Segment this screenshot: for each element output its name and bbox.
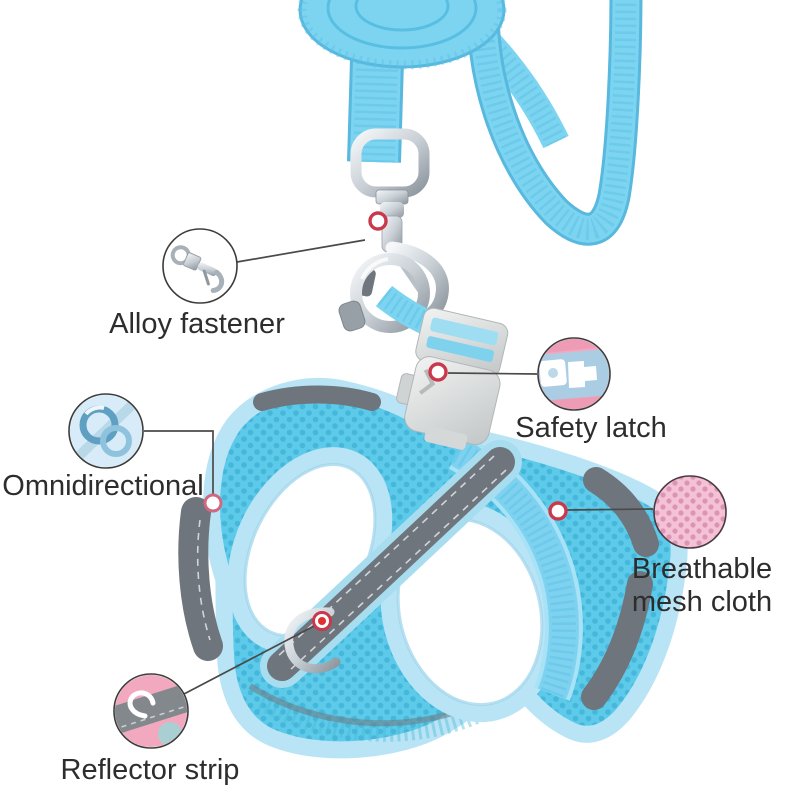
buckle-strap-band <box>430 317 499 346</box>
buckle-groove <box>419 368 436 395</box>
callout-lines <box>144 239 654 695</box>
breathable-mesh-detail-circle <box>653 475 727 549</box>
buckle-bottom-slot <box>424 426 468 450</box>
safety-latch-marker <box>428 362 448 382</box>
omnidirectional-detail-circle <box>68 393 144 469</box>
reflective-strip-right-lower <box>581 571 653 710</box>
reflector-strip-label: Reflector strip <box>60 754 240 786</box>
snap-hook-barrel <box>380 202 404 218</box>
strap-keeper-tab <box>338 300 366 332</box>
reflective-strip-top <box>253 385 381 411</box>
diagonal-reflective-strap <box>267 447 515 681</box>
reflective-strip-right-upper <box>583 467 659 557</box>
alloy-fastener-marker <box>368 211 388 231</box>
leash-strap-texture <box>439 0 566 147</box>
harness-vest <box>178 377 688 759</box>
breathable-mesh-line <box>566 508 654 511</box>
breathable-mesh-cloth-label: Breathable mesh cloth <box>632 553 772 619</box>
safety-latch-line <box>447 372 538 375</box>
omnidirectional-line <box>144 430 214 494</box>
o-ring-glint <box>360 257 389 280</box>
snap-hook-closeup-icon <box>170 245 225 293</box>
release-buckle <box>396 307 509 450</box>
breathable-mesh-cloth-label-line2: mesh cloth <box>631 586 773 618</box>
feature-markers <box>203 211 568 631</box>
omnidirectional-label: Omnidirectional <box>2 470 204 502</box>
alloy-fastener-label: Alloy fastener <box>109 308 285 340</box>
breathable-mesh-cloth-label-line1: Breathable <box>631 553 773 585</box>
leash-coil <box>297 0 507 70</box>
d-ring <box>284 607 341 674</box>
alloy-fastener-detail-circle <box>162 228 238 304</box>
leash-handle-loop <box>466 0 643 246</box>
stitching <box>196 519 211 641</box>
reflector-strip-detail-circle <box>113 673 189 749</box>
breathable-mesh-marker <box>548 501 568 521</box>
metal-o-ring <box>350 253 430 333</box>
safety-latch-detail-circle <box>537 337 611 411</box>
alloy-fastener-line <box>236 239 366 263</box>
reflector-strip-line <box>183 624 317 695</box>
reflector-strip-marker <box>312 611 332 631</box>
snap-hook-swivel-nut <box>375 189 409 205</box>
buckle-strap-band <box>426 336 495 362</box>
reflective-straps <box>178 385 659 710</box>
reflective-strip-left <box>178 497 223 661</box>
leash <box>297 0 643 246</box>
omnidirectional-marker <box>203 493 223 513</box>
safety-latch-label: Safety latch <box>515 412 667 444</box>
